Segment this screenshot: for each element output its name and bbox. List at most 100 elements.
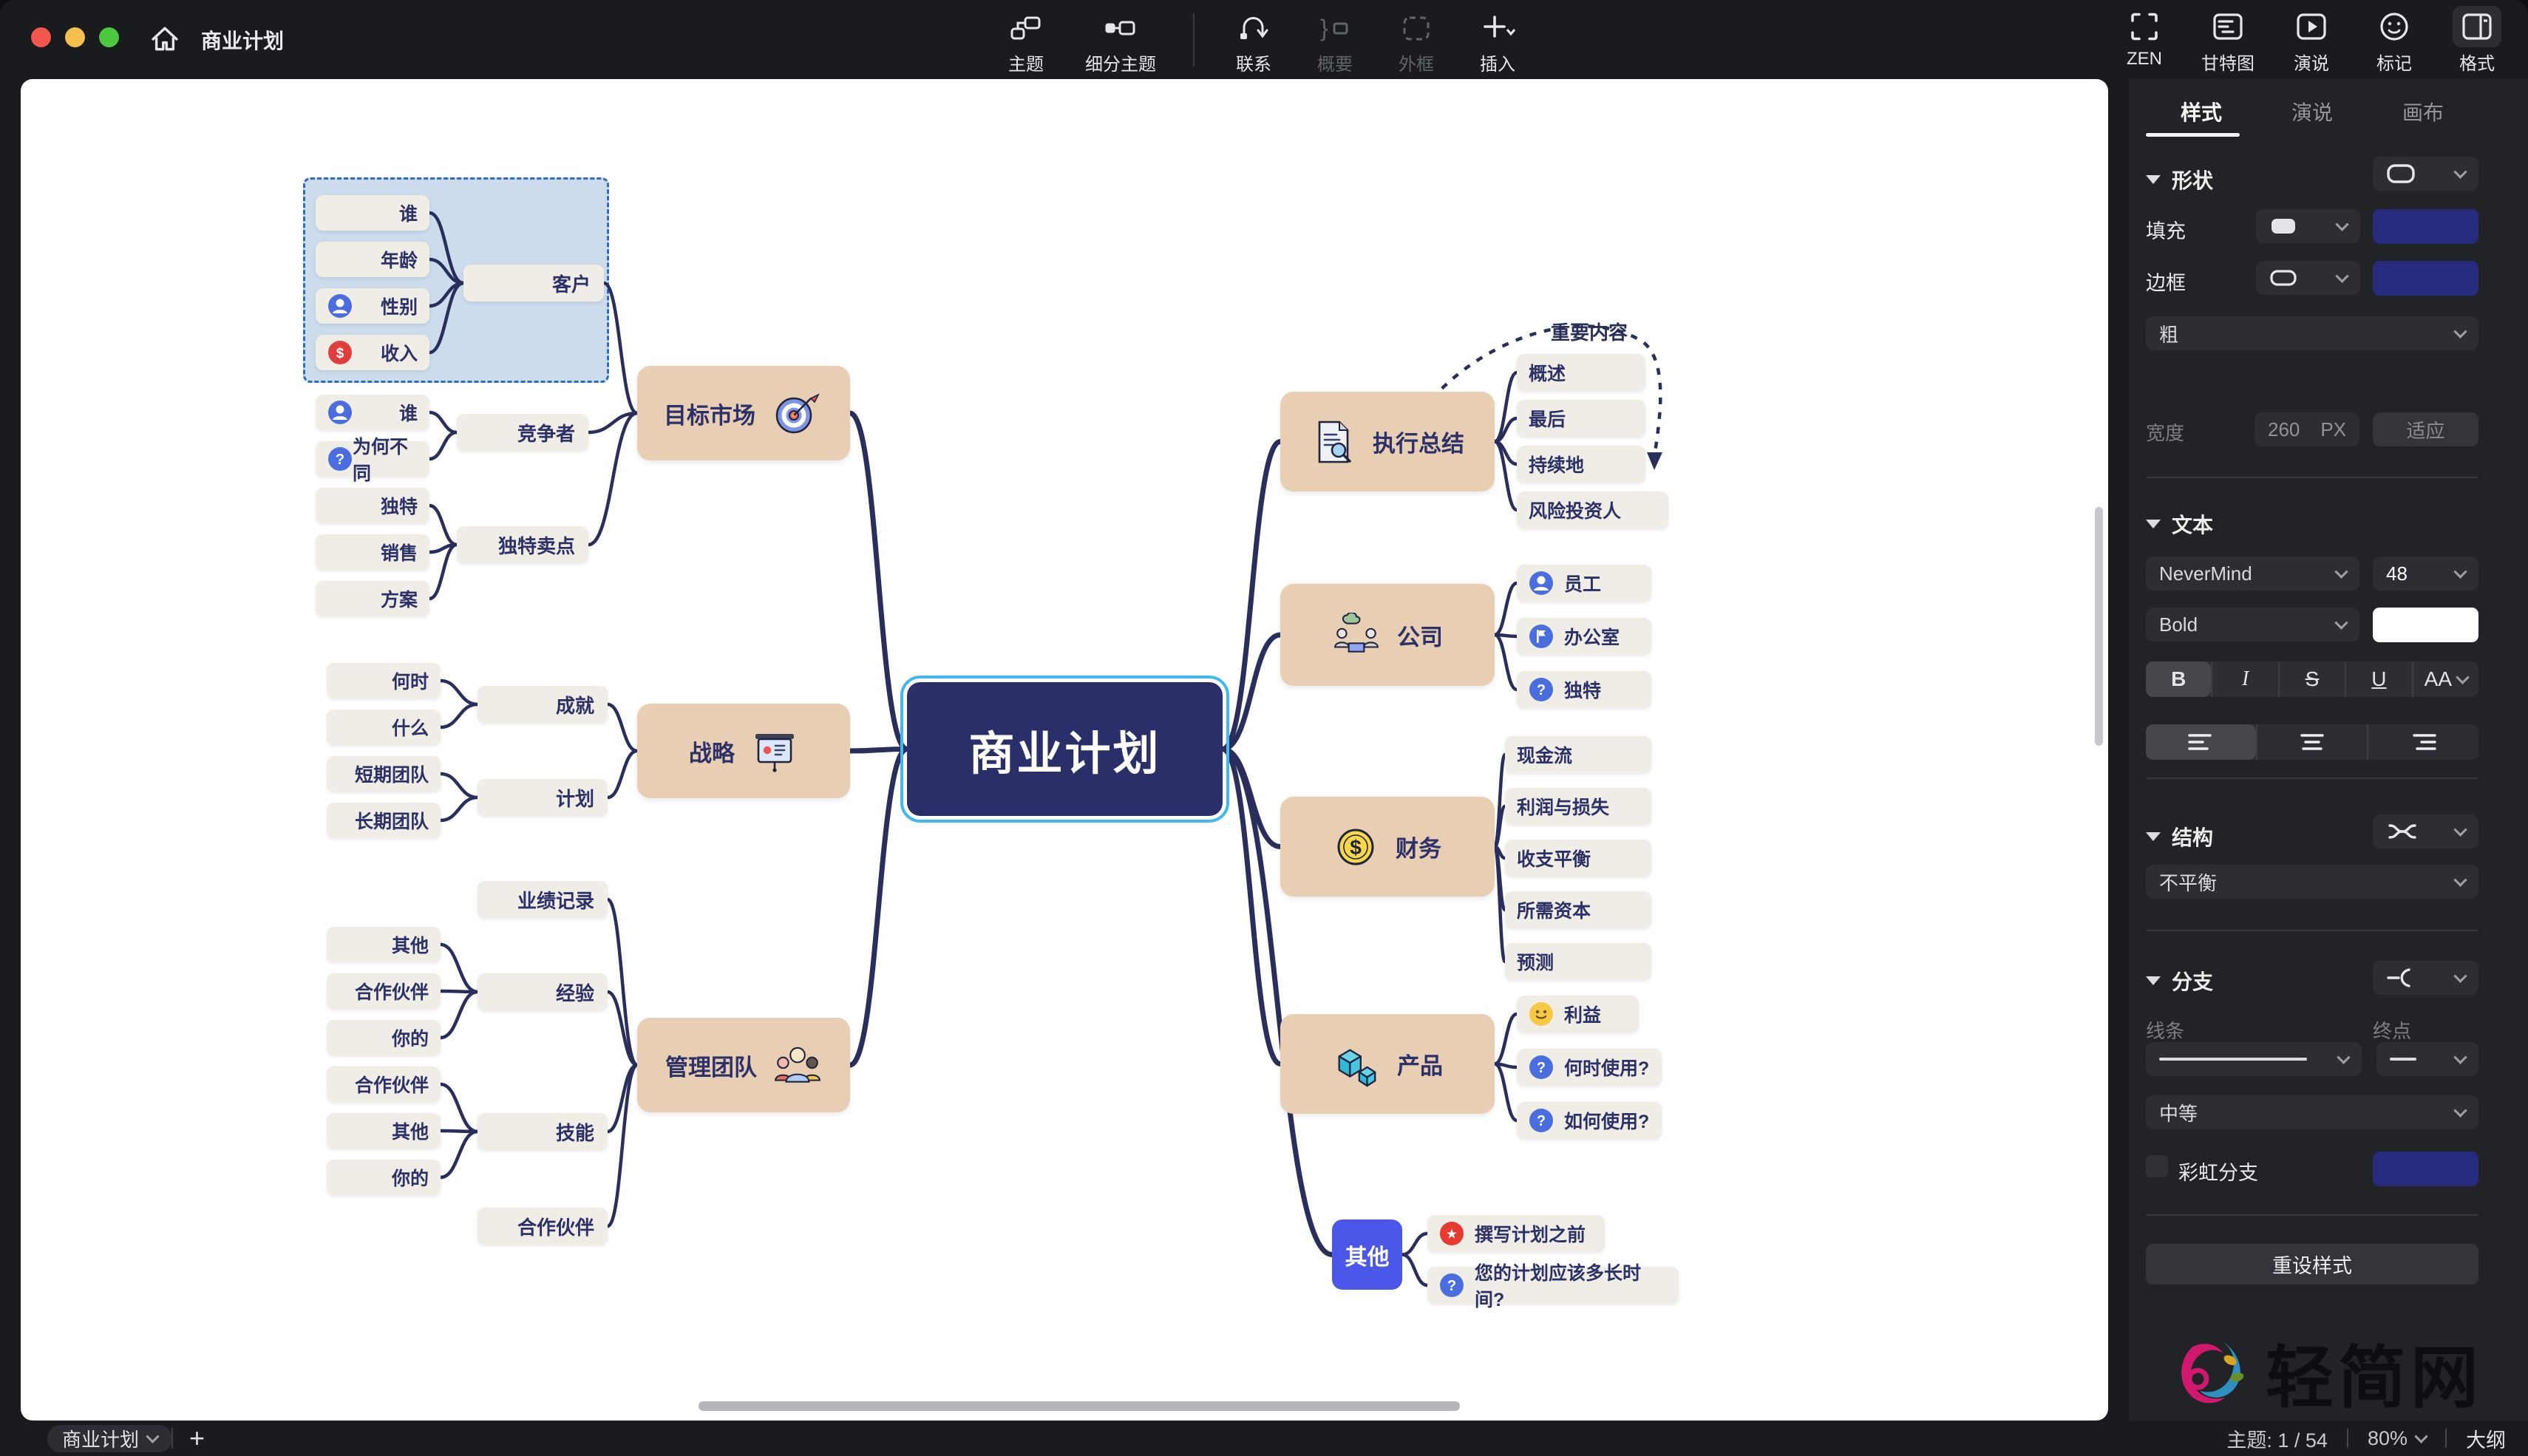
mindmap-node-exp[interactable]: 经验 [478,973,608,1010]
bold-button[interactable]: B [2146,661,2212,697]
zoom-select[interactable]: 80% [2368,1427,2428,1450]
close-window-button[interactable] [31,27,51,47]
mindmap-node-your-b[interactable]: 你的 [327,1160,441,1195]
toolbar-topic-button[interactable]: 主题 [1004,9,1048,75]
minimize-window-button[interactable] [65,27,85,47]
mindmap-node-partner-a[interactable]: 合作伙伴 [327,973,441,1009]
branch-type-select[interactable] [2373,961,2478,995]
relationship-label[interactable]: 重要内容 [1551,322,1628,344]
mindmap-node-misc[interactable]: 其他 [1332,1219,1402,1290]
italic-button[interactable]: I [2211,661,2277,697]
fit-width-button[interactable]: 适应 [2373,412,2478,446]
mindmap-node-plan[interactable]: 计划 [478,779,608,816]
horizontal-scrollbar[interactable] [699,1401,1460,1411]
mindmap-node-partner-c[interactable]: 合作伙伴 [478,1208,608,1245]
text-case-button[interactable]: AA [2411,661,2478,697]
sheet-tab[interactable]: 商业计划 [47,1425,173,1452]
view-present-button[interactable]: 演说 [2286,6,2337,75]
mindmap-node-your-a[interactable]: 你的 [327,1020,441,1055]
align-right-button[interactable] [2367,724,2478,760]
tab-style[interactable]: 样式 [2180,101,2222,124]
mindmap-node-unique-a[interactable]: 独特 [316,488,429,523]
mindmap-canvas[interactable]: 重要内容商业计划目标市场战略管理团队执行总结公司$财务产品其他客户竞争者独特卖点… [21,79,2108,1421]
mindmap-node-capital[interactable]: 所需资本 [1505,891,1651,928]
mindmap-node-what[interactable]: 什么 [327,710,441,745]
mindmap-node-mgmt[interactable]: 管理团队 [637,1018,850,1112]
zoom-window-button[interactable] [99,27,119,47]
mindmap-node-gender[interactable]: 性别 [316,288,429,324]
border-style-select[interactable] [2256,261,2360,295]
border-width-select[interactable]: 粗 [2146,316,2478,350]
tab-canvas[interactable]: 画布 [2402,101,2444,124]
mindmap-node-forecast[interactable]: 预测 [1505,943,1651,980]
mindmap-node-other-a[interactable]: 其他 [327,927,441,962]
mindmap-node-whydiff[interactable]: ?为何不同 [316,437,429,484]
toolbar-subtopic-button[interactable]: 细分主题 [1085,9,1156,75]
view-mark-button[interactable]: 标记 [2368,6,2420,75]
mindmap-node-sales[interactable]: 销售 [316,534,429,570]
vertical-scrollbar[interactable] [2095,507,2103,746]
mindmap-node-company[interactable]: 公司 [1280,584,1495,686]
reset-style-button[interactable]: 重设样式 [2146,1244,2478,1285]
fill-color-swatch[interactable] [2373,209,2478,244]
mindmap-node-product[interactable]: 产品 [1280,1014,1495,1114]
mindmap-node-cashflow[interactable]: 现金流 [1505,736,1651,773]
mindmap-node-last[interactable]: 最后 [1517,400,1645,437]
add-sheet-button[interactable]: + [189,1423,205,1453]
toolbar-boundary-button[interactable]: 外框 [1394,9,1438,75]
structure-type-select[interactable] [2373,814,2478,848]
align-center-button[interactable] [2255,724,2368,760]
mindmap-node-skill[interactable]: 技能 [478,1113,608,1150]
mindmap-node-who-a[interactable]: 谁 [316,195,429,231]
width-input[interactable]: 260 PX [2255,412,2359,446]
mindmap-node-continuous[interactable]: 持续地 [1517,446,1645,483]
structure-section-header[interactable]: 结构 [2146,822,2213,851]
rainbow-branch-checkbox[interactable] [2146,1155,2168,1177]
mindmap-node-longteam[interactable]: 长期团队 [327,803,441,838]
mindmap-node-usp[interactable]: 独特卖点 [457,526,588,563]
mindmap-node-staff[interactable]: 员工 [1517,565,1651,602]
font-family-select[interactable]: NeverMind [2146,557,2359,591]
mindmap-node-other-b[interactable]: 其他 [327,1113,441,1149]
mindmap-node-planlength[interactable]: ?您的计划应该多长时间? [1427,1263,1679,1310]
underline-button[interactable]: U [2345,661,2411,697]
mindmap-node-howuse[interactable]: ?如何使用? [1517,1102,1662,1139]
toolbar-relation-button[interactable]: 联系 [1231,9,1276,75]
strikethrough-button[interactable]: S [2277,661,2345,697]
branch-width-select[interactable]: 中等 [2146,1095,2478,1129]
toolbar-insert-button[interactable]: 插入 [1475,9,1520,75]
mindmap-node-who-b[interactable]: 谁 [316,395,429,430]
toolbar-summary-button[interactable]: }概要 [1313,9,1357,75]
tab-presentation[interactable]: 演说 [2291,101,2333,124]
text-section-header[interactable]: 文本 [2146,509,2213,539]
mindmap-node-breakeven[interactable]: 收支平衡 [1505,840,1651,877]
branch-color-swatch[interactable] [2373,1151,2478,1186]
font-weight-select[interactable]: Bold [2146,608,2359,642]
mindmap-node-benefit[interactable]: 利益 [1517,996,1639,1033]
font-size-select[interactable]: 48 [2373,557,2478,591]
mindmap-node-when-a[interactable]: 何时 [327,663,441,698]
shape-select[interactable] [2373,157,2478,191]
view-zen-button[interactable]: ZEN [2118,6,2170,69]
mindmap-node-income[interactable]: $收入 [316,335,429,370]
structure-balance-select[interactable]: 不平衡 [2146,865,2478,899]
mindmap-node-scheme[interactable]: 方案 [316,581,429,616]
mindmap-node-partner-b[interactable]: 合作伙伴 [327,1067,441,1102]
line-end-select[interactable] [2376,1042,2478,1076]
view-gantt-button[interactable]: 甘特图 [2201,6,2255,75]
font-color-swatch[interactable] [2373,608,2478,642]
mindmap-node-finance[interactable]: $财务 [1280,797,1495,897]
shape-section-header[interactable]: 形状 [2146,165,2213,194]
mindmap-node-whenuse[interactable]: ?何时使用? [1517,1049,1662,1086]
mindmap-node-age[interactable]: 年龄 [316,242,429,277]
mindmap-node-root[interactable]: 商业计划 [900,676,1229,823]
mindmap-node-customer[interactable]: 客户 [463,265,604,302]
mindmap-node-shortteam[interactable]: 短期团队 [327,756,441,792]
mindmap-node-vc[interactable]: 风险投资人 [1517,491,1668,528]
align-left-button[interactable] [2146,724,2256,760]
mindmap-node-unique-b[interactable]: ?独特 [1517,671,1651,708]
mindmap-node-strategy[interactable]: 战略 [637,704,850,798]
mindmap-node-overview[interactable]: 概述 [1517,354,1645,391]
mindmap-node-pnl[interactable]: 利润与损失 [1505,788,1651,825]
mindmap-node-office[interactable]: 办公室 [1517,618,1651,655]
